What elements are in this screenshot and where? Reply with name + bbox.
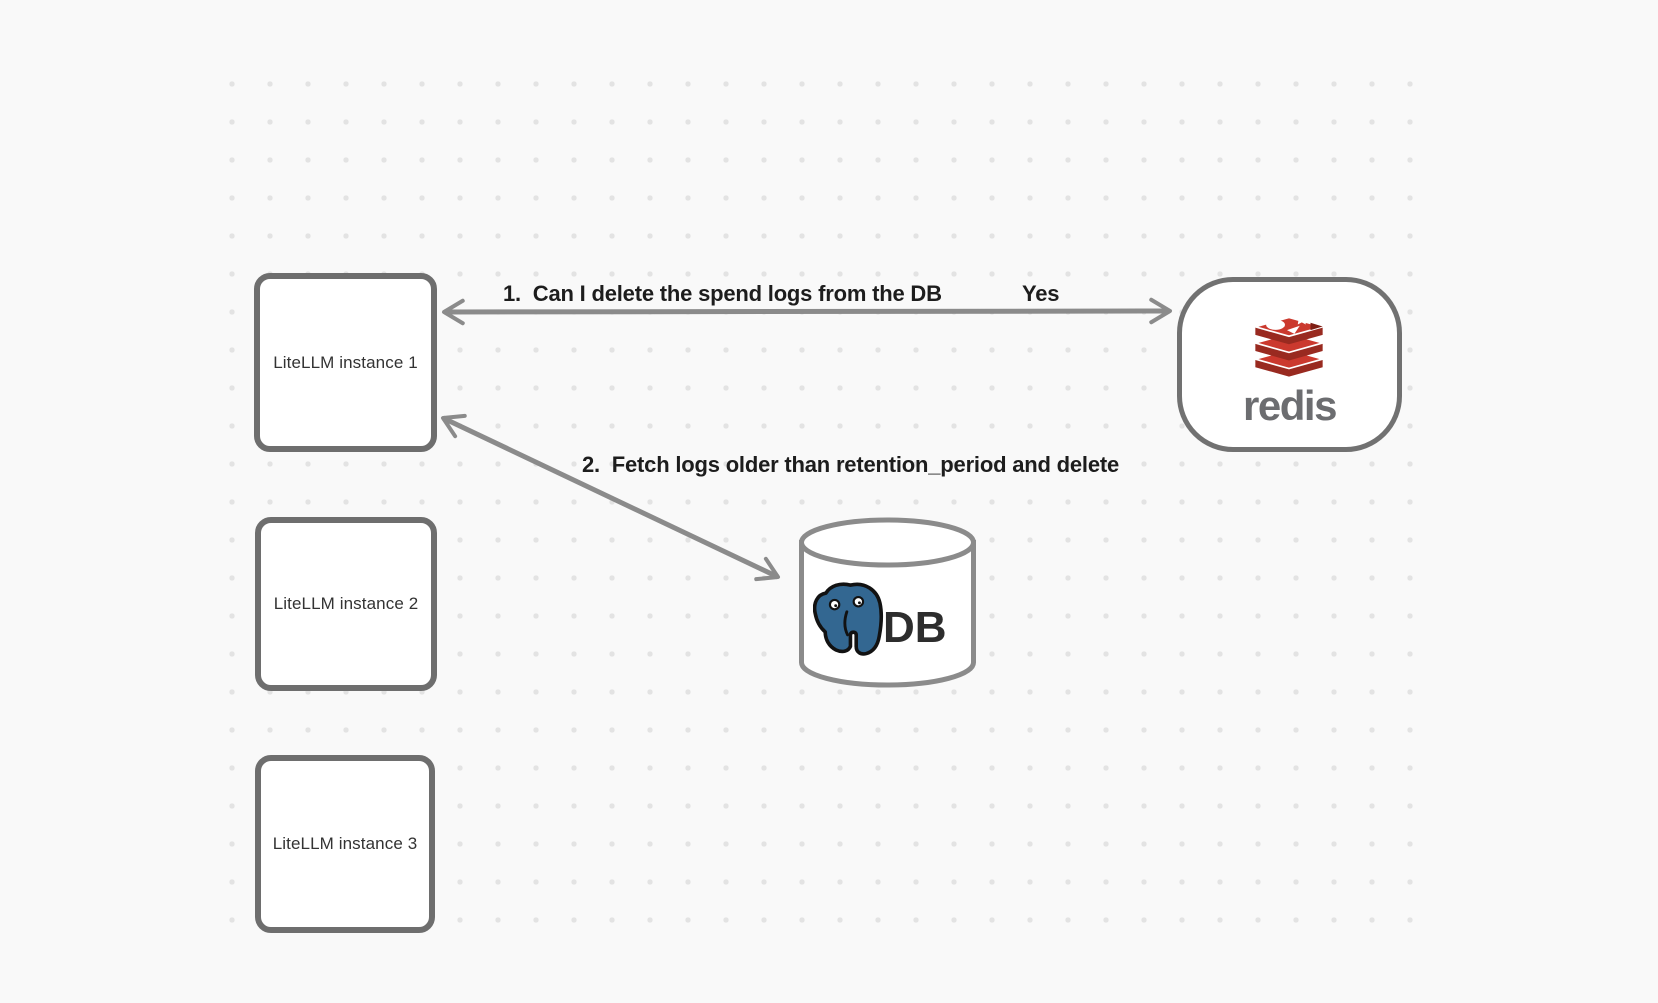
- node-label: LiteLLM instance 1: [273, 352, 418, 372]
- redis-wordmark: redis: [1243, 382, 1337, 429]
- edge-1-label: 1. Can I delete the spend logs from the …: [503, 281, 942, 306]
- db-label: DB: [883, 603, 947, 652]
- edge-1-response-label: Yes: [1022, 281, 1060, 306]
- postgresql-icon: [813, 582, 884, 656]
- node-label: LiteLLM instance 2: [273, 594, 419, 613]
- node-litellm-instance-1[interactable]: LiteLLM instance 1: [254, 273, 437, 452]
- node-label: LiteLLM instance 3: [272, 834, 418, 853]
- node-redis[interactable]: redis: [1177, 277, 1402, 452]
- node-litellm-instance-3[interactable]: LiteLLM instance 3: [255, 755, 435, 933]
- edge-2-label: 2. Fetch logs older than retention_perio…: [582, 452, 1120, 477]
- redis-icon: [1252, 313, 1326, 377]
- node-litellm-instance-2[interactable]: LiteLLM instance 2: [255, 517, 437, 691]
- node-db[interactable]: DB: [795, 515, 980, 690]
